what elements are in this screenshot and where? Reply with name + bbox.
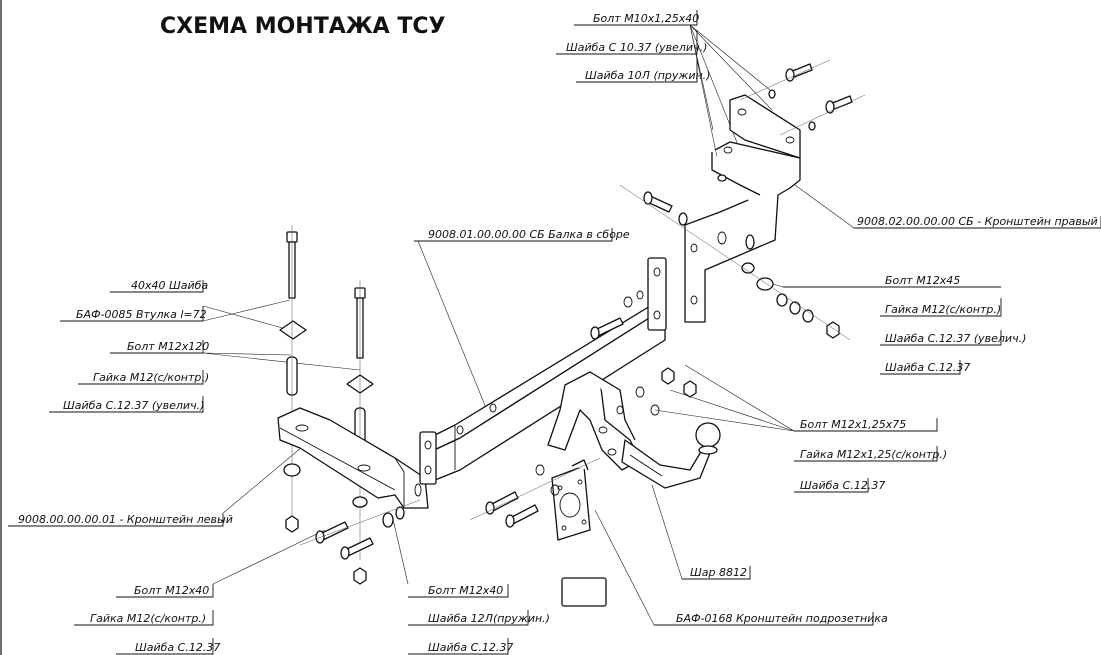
svg-text:Гайка М12х1,25(с/контр.): Гайка М12х1,25(с/контр.)	[800, 448, 947, 461]
label-washer-40x40: 40х40 Шайба	[110, 279, 208, 293]
label-washer-c12-right: Шайба С.12.37	[880, 360, 970, 375]
label-bracket-right: 9008.02.00.00.00 СБ - Кронштейн правый	[794, 184, 1101, 229]
left-nuts-bottom	[283, 463, 368, 585]
socket-box	[561, 577, 607, 607]
label-washer-c12-big-right: Шайба С.12.37 (увелич.)	[880, 330, 1026, 346]
svg-text:Шайба С.12.37 (увелич.): Шайба С.12.37 (увелич.)	[885, 332, 1026, 345]
label-nut-m12-bottom: Гайка М12(с/контр.)	[74, 610, 214, 626]
label-bushing: БАФ-0085 Втулка l=72	[60, 299, 291, 331]
main-beam	[419, 257, 667, 485]
svg-text:Гайка М12(с/контр.): Гайка М12(с/контр.)	[93, 371, 209, 384]
label-ball: Шар 8812	[651, 484, 751, 580]
svg-text:Шар 8812: Шар 8812	[690, 566, 747, 579]
label-beam-assembly: 9008.01.00.00.00 СБ Балка в сборе	[414, 228, 630, 436]
svg-text:9008.02.00.00.00 СБ - Кронштей: 9008.02.00.00.00 СБ - Кронштейн правый	[857, 215, 1098, 228]
tow-hook-plate	[547, 371, 641, 471]
ball-8812	[695, 422, 721, 455]
bolts-m12x40-left	[299, 499, 421, 560]
label-bolt-m10: Болт М10х1,25х40	[574, 10, 773, 173]
svg-text:Болт М12х1,25х75: Болт М12х1,25х75	[800, 418, 906, 431]
diagram-title: СХЕМА МОНТАЖА ТСУ	[160, 14, 446, 39]
svg-text:Шайба С.12.37: Шайба С.12.37	[885, 361, 970, 374]
label-washer-12-spring: Шайба 12Л(пружин.)	[408, 610, 550, 626]
svg-text:БАФ-0168 Кронштейн подрозетник: БАФ-0168 Кронштейн подрозетника	[676, 612, 888, 625]
svg-text:9008.01.00.00.00 СБ Балка в сб: 9008.01.00.00.00 СБ Балка в сборе	[428, 228, 630, 241]
label-washer-c10-big: Шайба С 10.37 (увелич.)	[556, 30, 707, 55]
label-socket-bracket: БАФ-0168 Кронштейн подрозетника	[594, 509, 888, 626]
label-bolt-m12x125x75: Болт М12х1,25х75	[654, 364, 938, 432]
label-bracket-left: 9008.00.00.00.01 - Кронштейн левый	[8, 431, 321, 527]
socket-bracket-plate	[551, 459, 591, 541]
left-bolt-stack-1	[279, 231, 307, 396]
bolts-center-bottom	[469, 457, 601, 528]
label-washer-c12-bottom-center: Шайба С.12.37	[408, 638, 513, 655]
svg-text:Болт М10х1,25х40: Болт М10х1,25х40	[593, 12, 699, 25]
svg-text:БАФ-0085 Втулка l=72: БАФ-0085 Втулка l=72	[76, 308, 207, 321]
svg-text:Шайба С.12.37 (увелич.): Шайба С.12.37 (увелич.)	[63, 399, 204, 412]
right-bracket	[684, 94, 801, 323]
label-nut-m12-right: Гайка М12(с/контр.)	[880, 298, 1002, 317]
label-bolt-m12x45: Болт М12х45	[766, 274, 1001, 288]
label-nut-m12-left: Гайка М12(с/контр.)	[78, 370, 209, 385]
bolts-m10	[717, 59, 866, 182]
label-nut-m12x125: Гайка М12х1,25(с/контр.)	[794, 446, 947, 462]
svg-text:Гайка М12(с/контр.): Гайка М12(с/контр.)	[90, 612, 206, 625]
svg-text:Шайба С.12.37: Шайба С.12.37	[135, 641, 220, 654]
svg-text:Болт М12х40: Болт М12х40	[134, 584, 209, 597]
svg-text:40х40 Шайба: 40х40 Шайба	[131, 279, 208, 292]
beam-end-bolts	[590, 290, 644, 340]
svg-text:Шайба 12Л(пружин.): Шайба 12Л(пружин.)	[428, 612, 550, 625]
svg-text:Шайба С.12.37: Шайба С.12.37	[800, 479, 885, 492]
svg-text:Шайба С.12.37: Шайба С.12.37	[428, 641, 513, 654]
label-washer-c12-big-left: Шайба С.12.37 (увелич.)	[49, 396, 204, 413]
label-washer-c12-mid: Шайба С.12.37	[794, 478, 885, 493]
left-bracket	[277, 407, 429, 509]
center-right-fasteners	[616, 367, 697, 416]
label-washer-10-spring: Шайба 10Л (пружин.)	[576, 58, 710, 83]
svg-text:Шайба С 10.37 (увелич.): Шайба С 10.37 (увелич.)	[566, 41, 707, 54]
svg-text:Болт М12х45: Болт М12х45	[885, 274, 960, 287]
svg-text:Гайка М12(с/контр.): Гайка М12(с/контр.)	[885, 303, 1001, 316]
label-bolt-m12x40-left: Болт М12х40	[116, 529, 326, 598]
svg-text:Болт М12х40: Болт М12х40	[428, 584, 503, 597]
label-bolt-m12x120: Болт М12х120	[110, 340, 361, 371]
label-washer-c12-bottom-left: Шайба С.12.37	[116, 638, 220, 655]
label-bolt-m12x40-center: Болт М12х40	[391, 514, 509, 598]
ball-neck	[621, 439, 713, 489]
svg-text:Болт М12х120: Болт М12х120	[127, 340, 209, 353]
bolts-m12x45	[619, 184, 851, 341]
svg-text:9008.00.00.00.01 - Кронштейн л: 9008.00.00.00.01 - Кронштейн левый	[18, 513, 233, 526]
svg-text:Шайба 10Л (пружин.): Шайба 10Л (пружин.)	[585, 69, 710, 82]
